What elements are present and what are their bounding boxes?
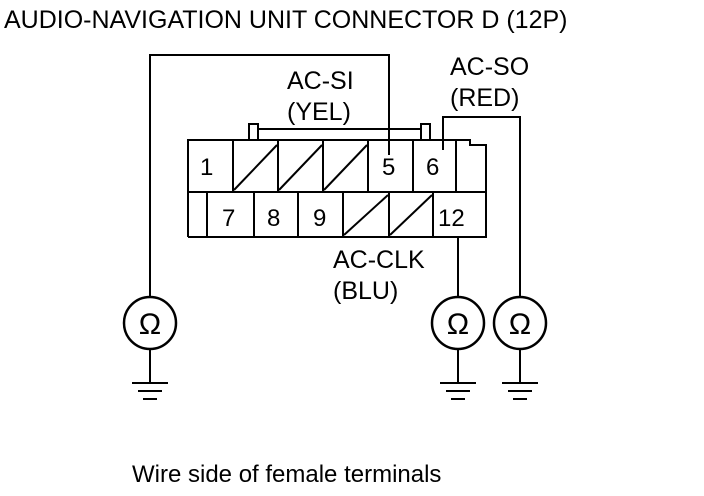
- pin-5: 5: [382, 154, 395, 181]
- pin-12: 12: [438, 205, 465, 232]
- pin-1: 1: [200, 154, 213, 181]
- ohmmeter-middle: Ω: [430, 295, 486, 351]
- pin-6: 6: [426, 154, 439, 181]
- ohm-icon: Ω: [509, 308, 531, 341]
- ac-so-label: AC-SO: [450, 53, 529, 81]
- connector-body: [187, 123, 487, 238]
- ground-icon: [440, 349, 476, 400]
- ohmmeter-right: Ω: [492, 295, 548, 351]
- pin-9: 9: [313, 205, 326, 232]
- diagram-title: AUDIO-NAVIGATION UNIT CONNECTOR D (12P): [4, 6, 567, 34]
- ac-si-color-label: (YEL): [287, 98, 351, 126]
- pin-7: 7: [222, 205, 235, 232]
- caption: Wire side of female terminals: [132, 461, 441, 488]
- ohm-icon: Ω: [447, 308, 469, 341]
- ac-so-color-label: (RED): [450, 84, 519, 112]
- ground-icon: [132, 349, 168, 400]
- ohm-icon: Ω: [139, 308, 161, 341]
- ac-clk-label: AC-CLK: [333, 246, 425, 274]
- ground-icon: [502, 349, 538, 400]
- pin-8: 8: [267, 205, 280, 232]
- ac-si-label: AC-SI: [287, 67, 354, 95]
- ohmmeter-left: Ω: [122, 295, 178, 351]
- wire-ac-si: [149, 54, 390, 296]
- ac-clk-color-label: (BLU): [333, 277, 398, 305]
- wire-ac-so: [442, 116, 521, 296]
